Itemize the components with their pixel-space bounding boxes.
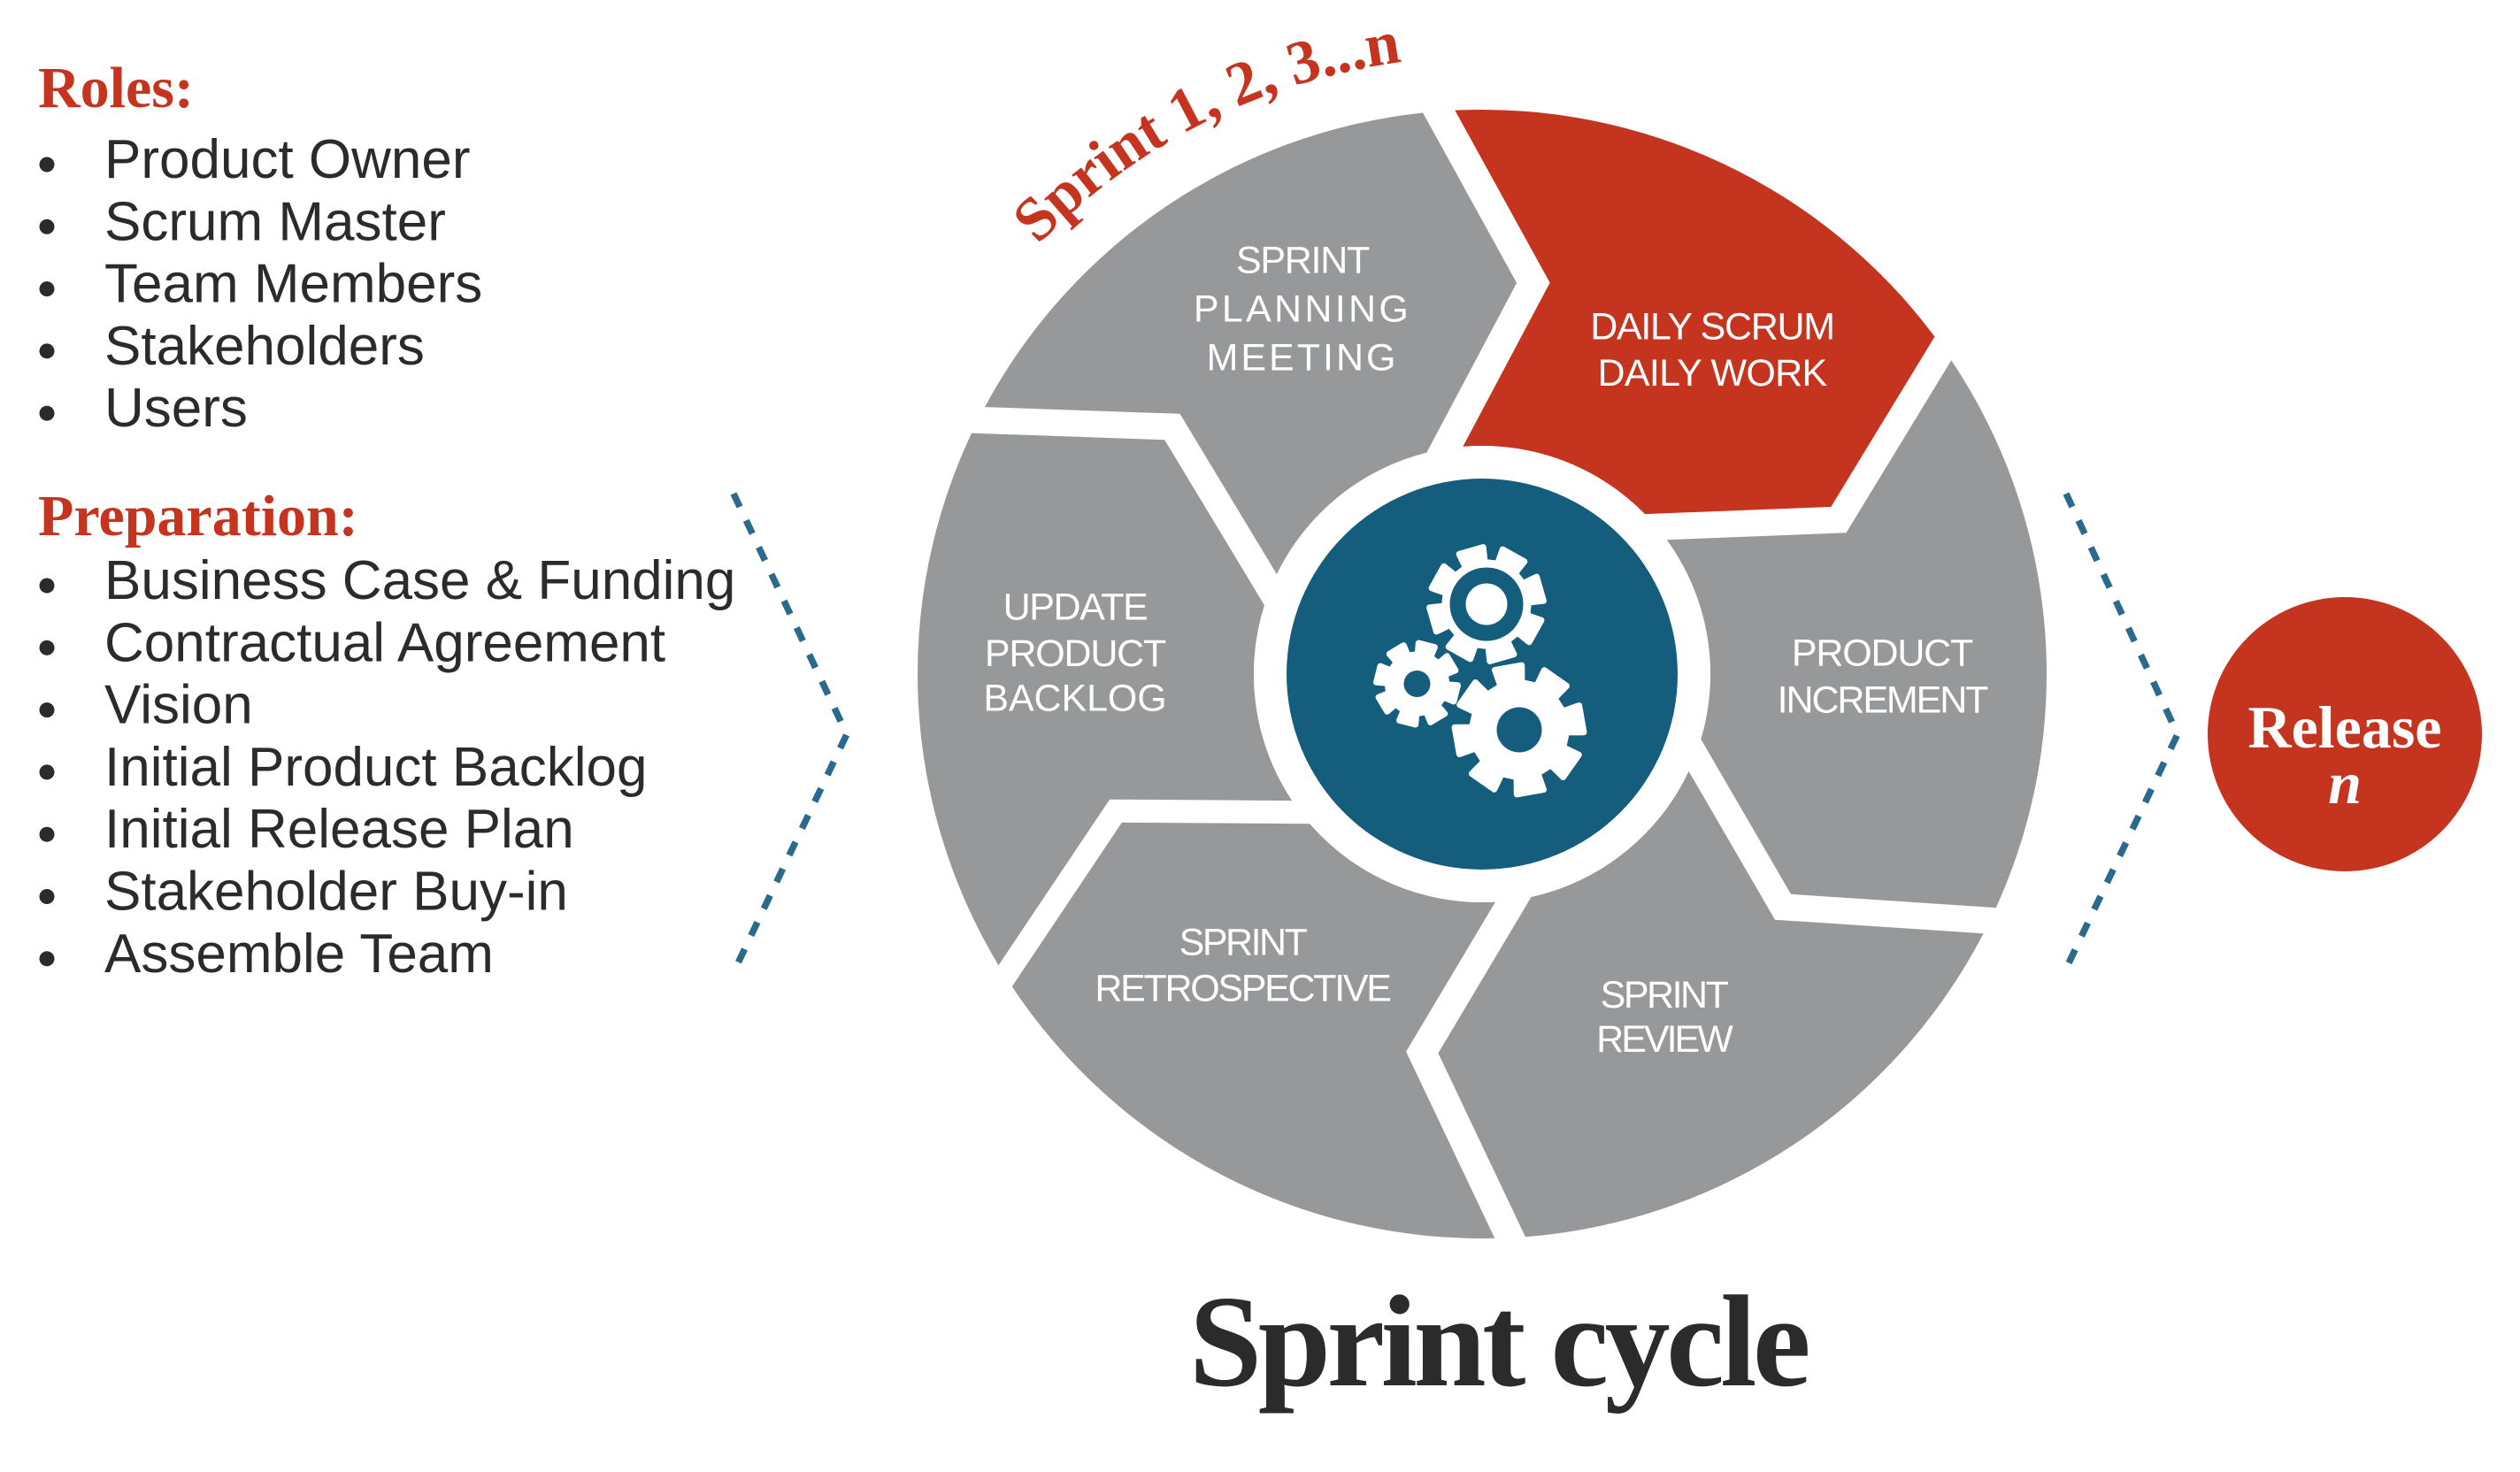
svg-text:Users: Users: [104, 378, 248, 439]
svg-text:PLANNING: PLANNING: [1194, 288, 1411, 330]
svg-text:MEETING: MEETING: [1207, 336, 1399, 379]
svg-text:Stakeholder Buy-in: Stakeholder Buy-in: [104, 862, 568, 923]
svg-text:Stakeholders: Stakeholders: [104, 316, 425, 377]
svg-text:Product Owner: Product Owner: [104, 129, 471, 190]
svg-text:REVIEW: REVIEW: [1596, 1018, 1733, 1061]
svg-text:RETROSPECTIVE: RETROSPECTIVE: [1095, 967, 1390, 1009]
svg-text:Contractual Agreement: Contractual Agreement: [104, 612, 665, 673]
svg-text:DAILY SCRUM: DAILY SCRUM: [1590, 305, 1834, 348]
svg-text:n: n: [2328, 749, 2362, 816]
svg-text:DAILY WORK: DAILY WORK: [1597, 352, 1827, 395]
svg-text:Initial Release Plan: Initial Release Plan: [104, 799, 574, 860]
svg-text:SPRINT: SPRINT: [1236, 239, 1370, 281]
svg-text:Roles:: Roles:: [38, 56, 194, 120]
svg-text:UPDATE: UPDATE: [1003, 586, 1148, 628]
svg-text:Team Members: Team Members: [104, 254, 482, 315]
svg-text:Vision: Vision: [104, 675, 253, 736]
svg-text:Sprint cycle: Sprint cycle: [1189, 1269, 1808, 1414]
svg-text:INCREMENT: INCREMENT: [1778, 678, 1989, 721]
svg-text:Business Case & Funding: Business Case & Funding: [104, 550, 735, 611]
svg-text:Assemble Team: Assemble Team: [104, 924, 494, 985]
svg-text:PRODUCT: PRODUCT: [985, 632, 1166, 675]
svg-text:PRODUCT: PRODUCT: [1792, 632, 1973, 674]
svg-text:Scrum Master: Scrum Master: [104, 191, 446, 252]
svg-text:SPRINT: SPRINT: [1601, 974, 1729, 1016]
svg-text:Initial Product Backlog: Initial Product Backlog: [104, 737, 647, 798]
svg-text:SPRINT: SPRINT: [1179, 921, 1308, 963]
svg-text:Release: Release: [2247, 694, 2441, 761]
svg-text:BACKLOG: BACKLOG: [983, 677, 1166, 719]
svg-text:Preparation:: Preparation:: [38, 484, 358, 548]
